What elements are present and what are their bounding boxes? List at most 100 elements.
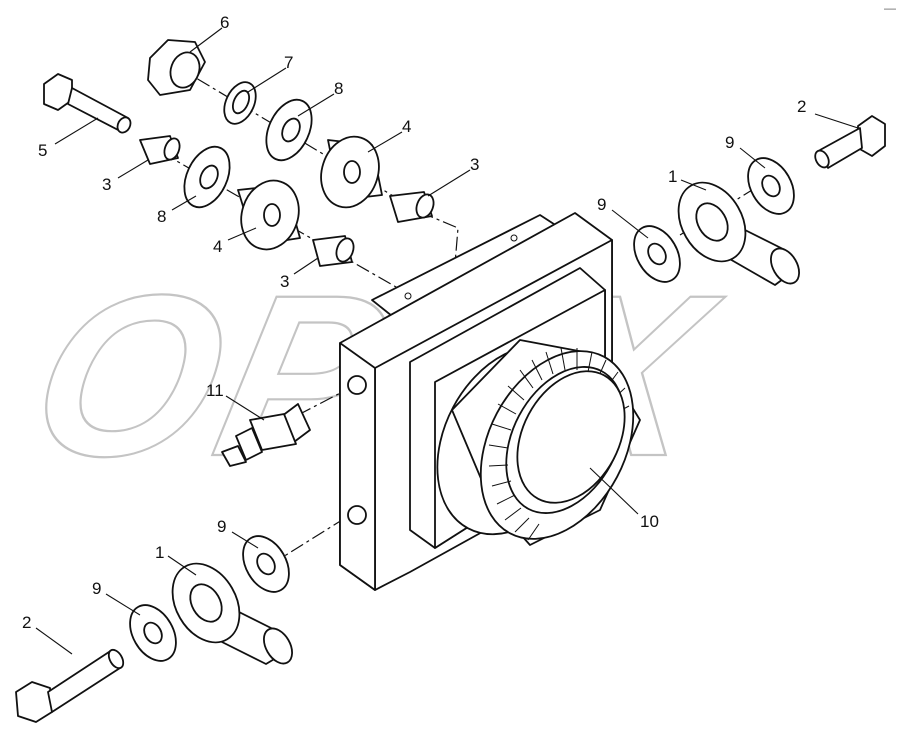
part-banjo-lower [171,562,293,665]
leader-3a [117,159,149,179]
part-bolt-right [814,115,886,169]
callout-3-lower: 3 [280,272,289,291]
callout-2-lower: 2 [22,613,31,632]
bracket-hole [510,234,518,242]
leader-2a [814,113,859,129]
callout-1-upper: 1 [668,167,677,186]
centerline-fitting [297,387,351,416]
corner-mark: — [884,1,896,15]
banjo-right-stem-end [770,247,800,285]
callout-2-upper: 2 [797,97,806,116]
centerline-upper-bend [419,211,459,301]
hex-nut-bore [169,51,201,89]
part-hex-nut [147,39,206,96]
callout-4-upper: 4 [402,117,411,136]
callout-8-lower: 8 [157,207,166,226]
part-bushing-upper [320,135,383,209]
part-bushing-lower [237,179,301,251]
washer-lower-a-inner [256,552,276,576]
banjo-lower-stem-end [263,627,293,665]
bolt-lower-tip [107,648,125,670]
leader-4a [367,131,403,153]
part-spacer-lower [312,235,355,267]
spacer-left-end [163,137,181,161]
bolt-right-shank [819,127,863,169]
washer-right-upper-inner [761,174,781,198]
leader-6 [189,27,223,53]
part-flat-washer-upper [265,98,313,162]
callout-10: 10 [640,512,659,531]
leader-9c [231,531,259,549]
flange-plate-edge [339,342,376,591]
bracket-hole [404,292,412,300]
leader-3c [293,257,319,275]
bolt-right-tip [814,149,830,169]
bolt-lower-head [15,681,53,723]
part-washer-lower-b [129,604,177,662]
leader-9a [739,147,766,169]
callout-9-lower-right: 9 [597,195,606,214]
nipple-hex [249,413,297,451]
callout-5: 5 [38,141,47,160]
part-washer-right-upper [747,157,795,215]
leader-10 [589,467,639,515]
leader-3b [427,169,471,197]
lock-washer-inner [231,89,251,115]
leader-9b [611,209,649,239]
leader-8a [297,93,335,117]
callout-3-left: 3 [102,175,111,194]
bushing-upper-bore [343,160,361,184]
nipple-collar [235,427,263,461]
callout-6: 6 [220,13,229,32]
leader-9d [105,593,141,616]
flange-port-upper [347,375,367,395]
part-lock-washer [223,81,257,125]
callout-9-upper-right: 9 [725,133,734,152]
callout-labels: 6 7 8 4 5 3 3 8 4 3 2 9 1 9 11 10 9 1 9 … [22,13,806,632]
part-bolt-upper [43,73,132,134]
leader-1b [167,555,197,576]
spacer-lower-end [335,237,355,263]
callout-11: 11 [206,381,224,400]
callout-8-upper: 8 [334,79,343,98]
flat-washer-lower-inner [199,164,219,190]
centerline-lower [269,514,351,566]
part-washer-lower-a [242,535,290,593]
part-nipple-fitting [221,403,311,467]
part-washer-right-lower [633,225,681,283]
flat-washer-upper-inner [281,117,301,143]
nipple-tip [221,445,247,467]
callout-1-lower: 1 [155,543,164,562]
leader-2b [35,627,73,655]
callout-7: 7 [284,53,293,72]
part-spacer-upper-right [389,191,435,223]
banjo-right-eye-inner [695,202,729,242]
leader-1a [680,179,707,191]
bushing-lower-bore [263,203,281,227]
centerline-right [679,184,761,236]
callout-3-upper-right: 3 [470,155,479,174]
bolt-upper-tip [116,116,132,134]
leader-7 [247,67,287,93]
callout-9-lower-a: 9 [217,517,226,536]
washer-lower-b-inner [143,621,163,645]
part-flat-washer-lower [183,145,231,209]
bolt-right-head [857,115,886,157]
leader-11 [225,395,265,421]
cooler-body [339,212,641,591]
leader-lines [35,27,859,655]
center-hub [516,370,626,504]
leader-5 [54,117,99,145]
callout-9-lower-b: 9 [92,579,101,598]
leader-8b [171,195,197,211]
leader-4b [227,227,257,241]
callout-4-lower: 4 [213,237,222,256]
part-bolt-lower [15,648,125,723]
flange-port-lower [347,505,367,525]
washer-right-lower-inner [647,242,667,266]
part-banjo-right [677,181,800,286]
banjo-lower-eye-inner [189,583,223,623]
part-spacer-left [139,135,181,165]
